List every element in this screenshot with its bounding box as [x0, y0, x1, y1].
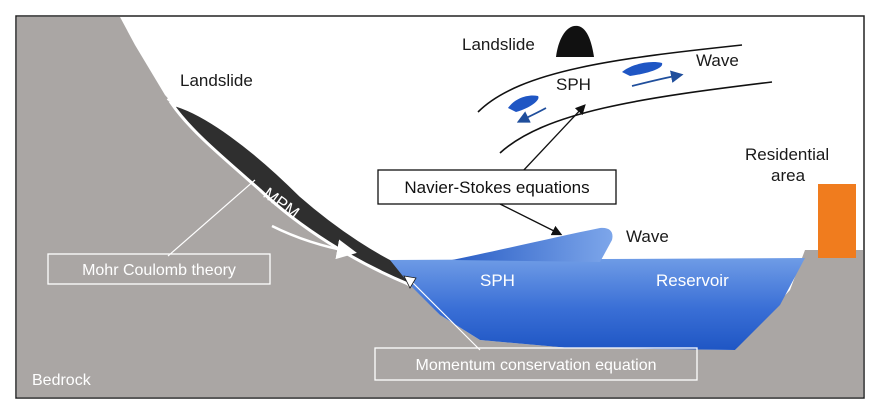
inset-channel-lower: [499, 81, 773, 154]
bedrock-terrain: [17, 17, 863, 397]
sph-inset-label: SPH: [556, 75, 591, 94]
reservoir-water: [390, 258, 805, 350]
momentum-label: Momentum conservation equation: [415, 357, 656, 374]
inset-wave-blob-2: [622, 62, 663, 76]
residential-building: [818, 184, 856, 258]
landslide-slope-label: Landslide: [180, 71, 253, 90]
momentum-pointer-line: [411, 281, 481, 351]
residential-label-line2: area: [771, 166, 806, 185]
ns-arrow-down: [499, 203, 563, 236]
inset-arrow-left: [516, 107, 547, 123]
momentum-pointer-tip: [403, 275, 417, 289]
wave-reservoir-label: Wave: [626, 227, 669, 246]
generated-wave: [452, 227, 613, 262]
navier-stokes-label: Navier-Stokes equations: [404, 178, 589, 197]
mpm-flow-arrow: [271, 224, 357, 260]
momentum-box: [374, 347, 698, 381]
landslide-inset-label: Landslide: [462, 35, 535, 54]
mohr-coulomb-label: Mohr Coulomb theory: [82, 262, 236, 279]
sph-reservoir-label: SPH: [480, 271, 515, 290]
ns-arrow-up: [521, 104, 586, 173]
bedrock-label: Bedrock: [32, 372, 92, 389]
inset-wave-blob-1: [508, 95, 539, 112]
reservoir-label: Reservoir: [656, 271, 729, 290]
inset-arrow-right: [631, 70, 684, 87]
inset-landslide-blob: [556, 25, 594, 57]
inset-channel-upper: [477, 44, 743, 113]
mohr-coulomb-box: [47, 253, 271, 285]
residential-label-line1: Residential: [745, 145, 829, 164]
navier-stokes-box: [377, 169, 617, 205]
wave-inset-label: Wave: [696, 51, 739, 70]
mohr-pointer-line: [167, 179, 256, 257]
